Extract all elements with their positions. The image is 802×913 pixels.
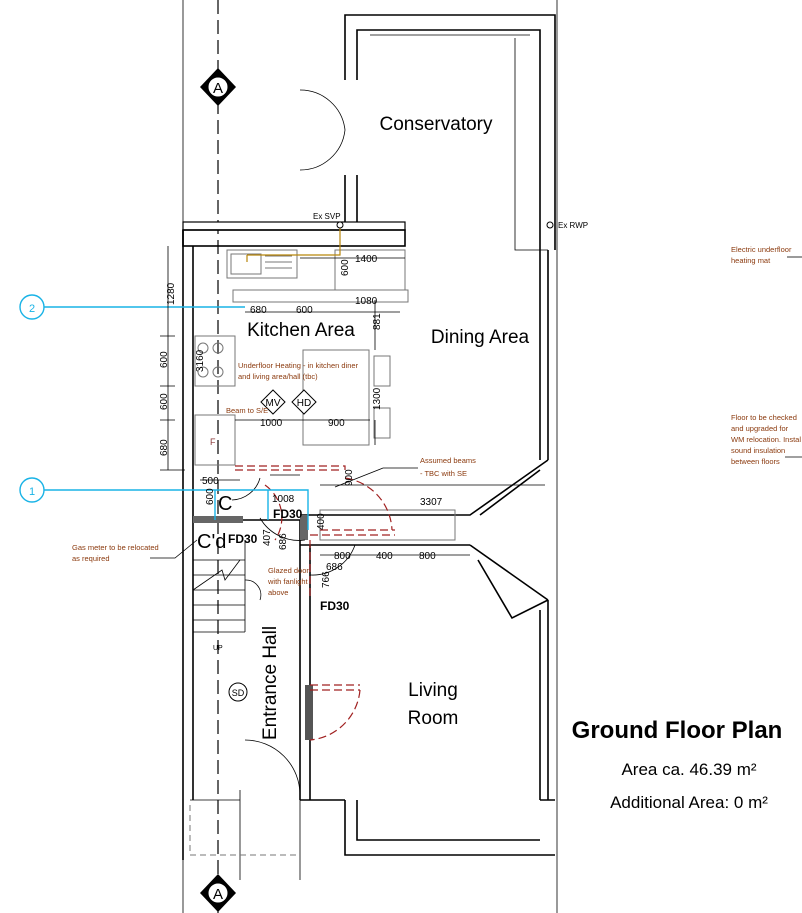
room-label-living-1: Living	[408, 680, 458, 701]
svg-text:1300: 1300	[372, 387, 383, 410]
plan-title: Ground Floor Plan	[572, 717, 783, 744]
room-label-dining: Dining Area	[431, 327, 530, 348]
svg-text:400: 400	[376, 551, 393, 562]
svg-text:881: 881	[372, 313, 383, 330]
svg-text:800: 800	[419, 551, 436, 562]
hd-symbol: HD	[291, 389, 317, 415]
stairs-up-label: UP	[213, 645, 223, 652]
svg-text:600: 600	[159, 393, 170, 410]
ex-rwp-label: Ex RWP	[558, 221, 588, 230]
fridge-label: F	[210, 437, 216, 447]
section-marker-bottom: A	[200, 874, 236, 912]
svg-text:Underfloor Heating - in kitche: Underfloor Heating - in kitchen diner	[238, 361, 359, 370]
note-beam: Beam to S/E	[226, 406, 268, 415]
grid-line-2: 2	[19, 294, 245, 320]
room-label-kitchen: Kitchen Area	[247, 320, 355, 341]
room-label-hall: Entrance Hall	[260, 626, 281, 740]
room-label-conservatory: Conservatory	[380, 114, 493, 135]
svg-text:1000: 1000	[260, 418, 283, 429]
svg-text:A: A	[213, 886, 223, 903]
svg-text:1400: 1400	[355, 254, 378, 265]
note-glazed-door: Glazed door with fanlight above	[267, 566, 309, 597]
cupboard-label: C	[218, 493, 232, 515]
fire-door-label: FD30	[273, 507, 303, 521]
svg-text:3160: 3160	[195, 349, 206, 372]
svg-text:680: 680	[250, 305, 267, 316]
svg-text:900: 900	[328, 418, 345, 429]
svg-text:and living area/hall (tbc): and living area/hall (tbc)	[238, 372, 318, 381]
plan-area: Area ca. 46.39 m²	[621, 760, 756, 779]
svg-text:Assumed beams: Assumed beams	[420, 456, 476, 465]
svg-text:MV: MV	[266, 398, 281, 409]
svg-text:HD: HD	[297, 398, 311, 409]
svg-text:sound insulation: sound insulation	[731, 446, 785, 455]
svg-text:Floor to be checked: Floor to be checked	[731, 413, 797, 422]
fire-door-label: FD30	[320, 599, 350, 613]
svg-text:with fanlight: with fanlight	[267, 577, 309, 586]
stairs	[192, 540, 262, 633]
svg-text:heating mat: heating mat	[731, 256, 771, 265]
plan-additional-area: Additional Area: 0 m²	[610, 793, 768, 812]
svg-text:Gas meter to be relocated: Gas meter to be relocated	[72, 543, 159, 552]
dimension-lines	[160, 246, 545, 556]
mv-symbol: MV	[260, 389, 286, 415]
kitchen-units	[194, 221, 554, 541]
conservatory-walls	[299, 14, 556, 251]
svg-text:above: above	[268, 588, 288, 597]
svg-text:900: 900	[344, 469, 355, 486]
note-floor-check: Floor to be checked and upgraded for WM …	[731, 413, 802, 466]
svg-text:600: 600	[159, 351, 170, 368]
svg-text:600: 600	[340, 259, 351, 276]
ex-svp-label: Ex SVP	[313, 212, 341, 221]
dimension-labels: 1400 600 1080 680 600 881 1280 600 600 6…	[159, 254, 443, 588]
svg-text:1008: 1008	[272, 494, 295, 505]
svg-text:A: A	[213, 80, 223, 97]
note-underfloor-heating: Underfloor Heating - in kitchen diner an…	[238, 361, 359, 381]
svg-text:WM relocation. Instal: WM relocation. Instal	[731, 435, 801, 444]
svg-text:686: 686	[278, 533, 289, 550]
cupboard-d-label: C'd	[197, 531, 226, 553]
fire-door-label: FD30	[228, 532, 258, 546]
section-marker-top: A	[200, 68, 236, 106]
svg-text:400: 400	[316, 513, 327, 530]
sd-symbol: SD	[228, 682, 248, 702]
grid-line-1: 1	[19, 477, 309, 530]
svg-text:1280: 1280	[166, 282, 177, 305]
room-label-living-2: Room	[408, 708, 459, 729]
svg-text:- TBC with SE: - TBC with SE	[420, 469, 467, 478]
svg-text:600: 600	[296, 305, 313, 316]
svg-text:500: 500	[202, 476, 219, 487]
svg-text:between floors: between floors	[731, 457, 780, 466]
svg-text:800: 800	[334, 551, 351, 562]
svg-text:686: 686	[326, 562, 343, 573]
svg-text:600: 600	[205, 488, 216, 505]
svg-text:680: 680	[159, 439, 170, 456]
svg-text:766: 766	[321, 571, 332, 588]
svg-text:SD: SD	[232, 688, 245, 698]
note-assumed-beams: Assumed beams - TBC with SE	[334, 456, 476, 488]
door-swings	[231, 477, 356, 576]
svg-text:3307: 3307	[420, 497, 443, 508]
svg-text:407: 407	[262, 529, 273, 546]
svg-text:Electric underfloor: Electric underfloor	[731, 245, 792, 254]
note-gas-meter: Gas meter to be relocated as required	[72, 539, 198, 563]
svg-text:as required: as required	[72, 554, 110, 563]
svg-text:and upgraded for: and upgraded for	[731, 424, 789, 433]
proposed-beams	[235, 465, 395, 741]
svg-text:2: 2	[29, 303, 35, 315]
house-walls	[182, 221, 555, 880]
svg-text:1080: 1080	[355, 296, 378, 307]
svg-text:1: 1	[29, 486, 35, 498]
svg-text:Glazed door: Glazed door	[268, 566, 309, 575]
note-electric-mat: Electric underfloor heating mat	[731, 245, 802, 265]
